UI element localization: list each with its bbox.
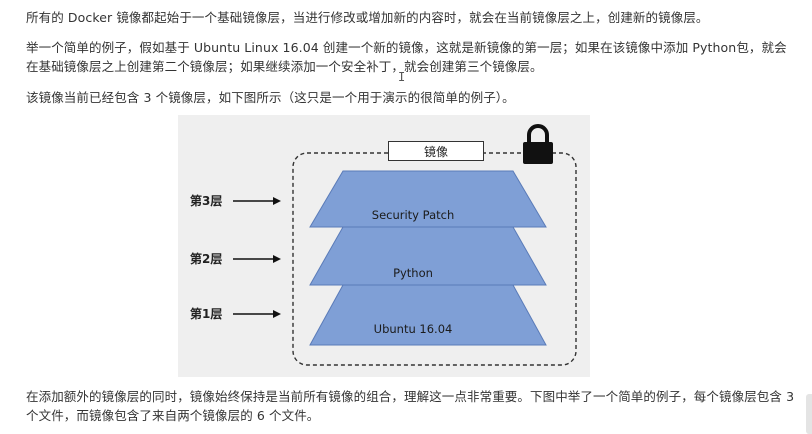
intro-paragraph: 所有的 Docker 镜像都起始于一个基础镜像层，当进行修改或增加新的内容时，就… xyxy=(26,10,709,25)
layer-1-name: Ubuntu 16.04 xyxy=(373,322,453,336)
example-paragraph: 举一个简单的例子，假如基于 Ubuntu Linux 16.04 创建一个新的镜… xyxy=(26,40,787,74)
arrow-right-icon xyxy=(233,197,281,205)
layer-3-shape xyxy=(309,170,547,228)
layer-3-name: Security Patch xyxy=(371,208,455,222)
diagram-canvas xyxy=(233,124,577,366)
layer-2-label: 第2层 xyxy=(190,252,223,266)
layer-2-name: Python xyxy=(393,266,433,280)
figure-caption-paragraph: 该镜像当前已经包含 3 个镜像层，如下图所示（这只是一个用于演示的很简单的例子）… xyxy=(26,90,515,105)
layer-1-shape xyxy=(309,284,547,346)
layer-1-label: 第1层 xyxy=(190,307,223,321)
image-layers-diagram: 镜像 第3层 第2层 第1层 Security Patch Python Ubu… xyxy=(178,115,590,377)
layer-3-label: 第3层 xyxy=(190,194,223,208)
lock-icon xyxy=(523,124,553,164)
scrollbar[interactable] xyxy=(806,394,812,434)
explanation-paragraph: 在添加额外的镜像层的同时，镜像始终保持是当前所有镜像的组合，理解这一点非常重要。… xyxy=(26,389,795,423)
arrow-right-icon xyxy=(233,310,281,318)
image-title-box: 镜像 xyxy=(388,141,484,161)
text-cursor-icon: I xyxy=(398,70,406,84)
arrow-right-icon xyxy=(233,255,281,263)
